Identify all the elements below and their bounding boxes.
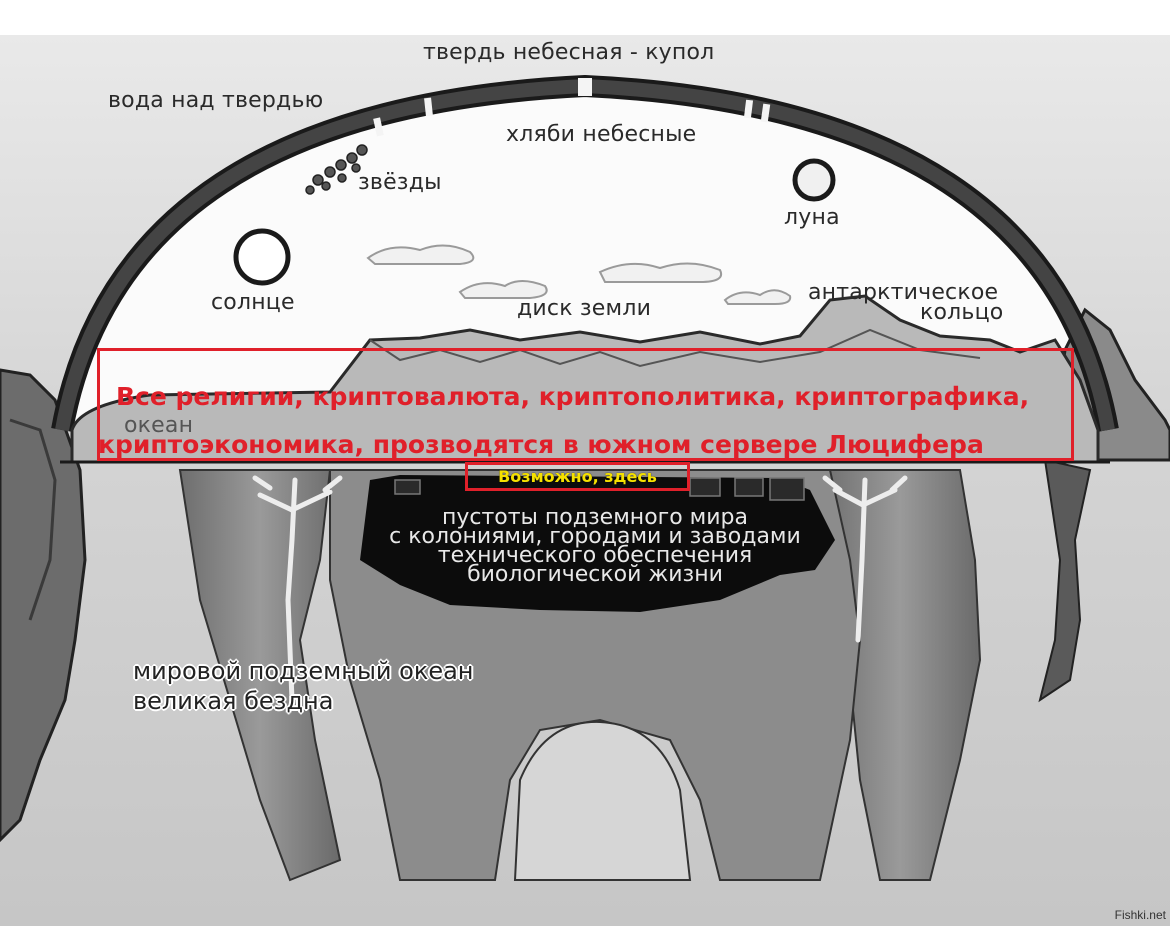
sun-label: солнце — [211, 290, 295, 315]
white-roots — [252, 475, 908, 703]
maybe-here-box: Возможно, здесь — [465, 462, 690, 491]
annotation-box: Все религии, криптовалюта, криптополитик… — [97, 348, 1074, 461]
maybe-here-label: Возможно, здесь — [498, 467, 657, 486]
clouds — [366, 244, 792, 305]
abyss-label: мировой подземный океан великая бездна — [133, 656, 474, 716]
right-roots — [1038, 458, 1092, 703]
annotation-line-2: криптоэкономика, прозводятся в южном сер… — [98, 430, 984, 459]
underworld-label-line4: биологической жизни — [467, 562, 723, 587]
antarctic-ring-label-2: кольцо — [920, 300, 1004, 325]
earth-disk-label: диск земли — [517, 296, 652, 321]
underground-column — [178, 469, 342, 882]
floodgates-label: хляби небесные — [506, 122, 697, 147]
underworld-cavity — [360, 475, 835, 612]
left-cliff — [0, 368, 87, 843]
abyss-label-line2: великая бездна — [133, 687, 334, 715]
underworld-label-line3: технического обеспечения — [437, 543, 753, 568]
antarctic-ring-label-1: антарктическое — [808, 280, 999, 305]
floodgate-gaps — [373, 78, 771, 137]
underworld-label-line2: с колониями, городами и заводами — [389, 524, 801, 549]
annotation-text: Все религии, криптовалюта, криптополитик… — [98, 373, 1071, 469]
ocean-label: океан — [124, 413, 194, 438]
underworld-label-line1: пустоты подземного мира — [441, 505, 749, 530]
underworld-label: пустоты подземного мира с колониями, гор… — [365, 505, 825, 587]
moon-label: луна — [784, 205, 840, 230]
abyss-label-line1: мировой подземный океан — [133, 657, 474, 685]
annotation-line-1: Все религии, криптовалюта, криптополитик… — [116, 382, 1030, 411]
stars-label: звёзды — [358, 170, 442, 195]
dome-label: твердь небесная - купол — [423, 40, 715, 65]
stars-cluster — [305, 144, 368, 195]
underworld-buildings — [394, 477, 805, 501]
sun-circle — [233, 228, 291, 286]
water-above-label: вода над твердью — [108, 88, 324, 113]
moon-circle — [792, 158, 836, 202]
watermark: Fishki.net — [1114, 908, 1166, 922]
